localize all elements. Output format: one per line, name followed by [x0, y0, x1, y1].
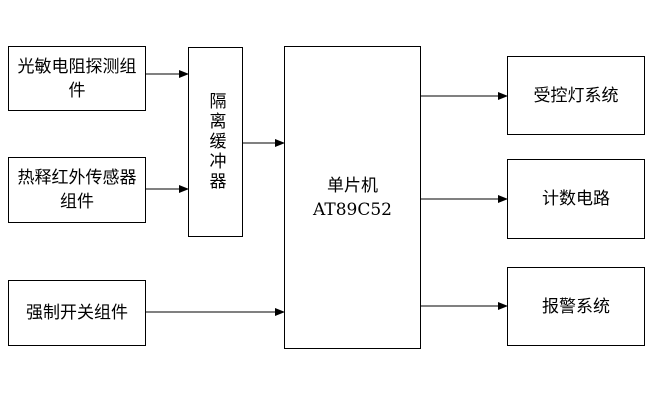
force-switch-box: 强制开关组件 [8, 280, 146, 346]
pir-sensor-label: 热释红外传感器组件 [17, 168, 137, 212]
mcu-label-line1: 单片机 [327, 175, 378, 196]
controlled-light-box: 受控灯系统 [507, 56, 645, 135]
isolation-buffer-label: 隔离缓冲器 [205, 92, 226, 192]
light-sensor-label: 光敏电阻探测组件 [17, 56, 137, 101]
counter-circuit-label: 计数电路 [542, 189, 610, 209]
isolation-buffer-box: 隔离缓冲器 [188, 47, 243, 237]
pir-sensor-box: 热释红外传感器组件 [8, 157, 146, 223]
alarm-system-label: 报警系统 [542, 296, 610, 317]
mcu-label-line2: AT89C52 [313, 199, 392, 220]
controlled-light-label: 受控灯系统 [533, 85, 619, 106]
force-switch-label: 强制开关组件 [26, 303, 128, 323]
alarm-system-box: 报警系统 [507, 267, 645, 346]
light-sensor-box: 光敏电阻探测组件 [8, 46, 146, 111]
mcu-box: 单片机 AT89C52 [284, 46, 421, 349]
counter-circuit-box: 计数电路 [507, 159, 645, 239]
